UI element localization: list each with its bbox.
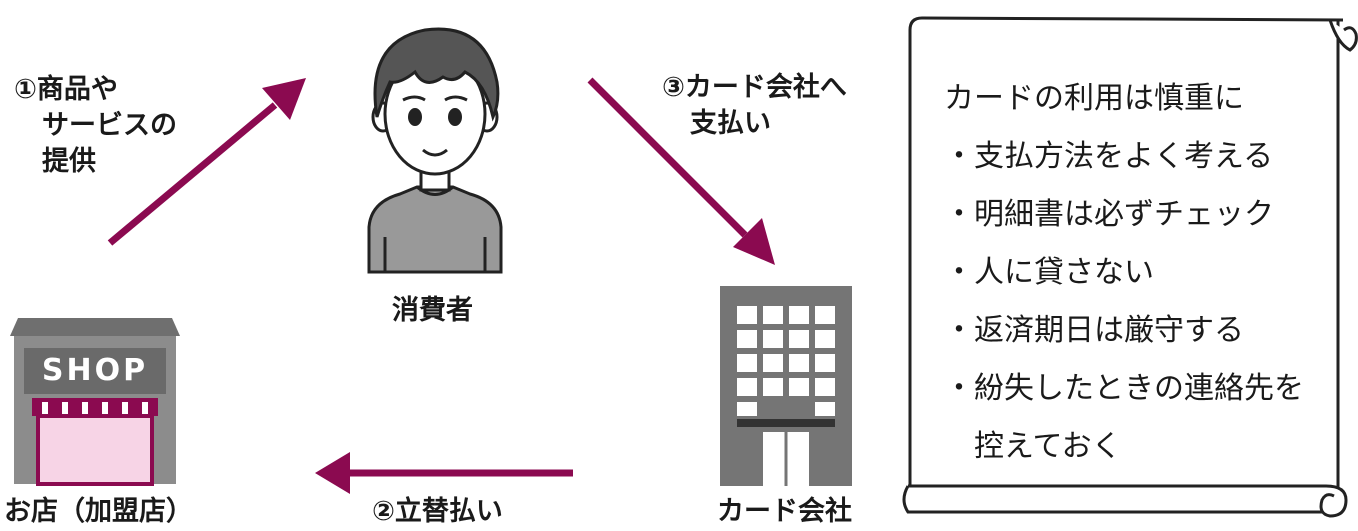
step1-line2: サービスの [42, 110, 177, 141]
consumer-label: 消費者 [392, 295, 473, 326]
scroll-item: ・明細書は必ずチェック [944, 197, 1274, 232]
consumer-icon [367, 27, 503, 274]
scroll-frame [902, 16, 1358, 518]
shop-icon: SHOP [10, 318, 180, 486]
step3-line1: ③カード会社へ [662, 72, 847, 103]
step3-line2: 支払い [690, 108, 771, 139]
step1-line1: ①商品や [14, 74, 118, 105]
shop-sign-text: SHOP [41, 353, 149, 388]
scroll-item: ・人に貸さない [944, 255, 1154, 290]
scroll-content: カードの利用は慎重に ・支払方法をよく考える ・明細書は必ずチェック ・人に貸さ… [944, 70, 1304, 476]
scroll-item: ・返済期日は厳守する [944, 313, 1244, 348]
card-company-label: カード会社 [717, 496, 852, 527]
step1-line3: 提供 [42, 146, 96, 177]
scroll-title: カードの利用は慎重に [944, 81, 1244, 116]
step3-label: ③カード会社へ 支払い [662, 70, 847, 142]
scroll-item: ・紛失したときの連絡先を [944, 371, 1304, 406]
shop-label: お店（加盟店） [4, 496, 193, 527]
card-company-building-icon [720, 286, 852, 486]
scroll-item: ・支払方法をよく考える [944, 139, 1274, 174]
step2-label: ②立替払い [372, 496, 503, 527]
scroll-item: 控えておく [944, 429, 1122, 464]
step1-label: ①商品や サービスの 提供 [14, 72, 177, 180]
